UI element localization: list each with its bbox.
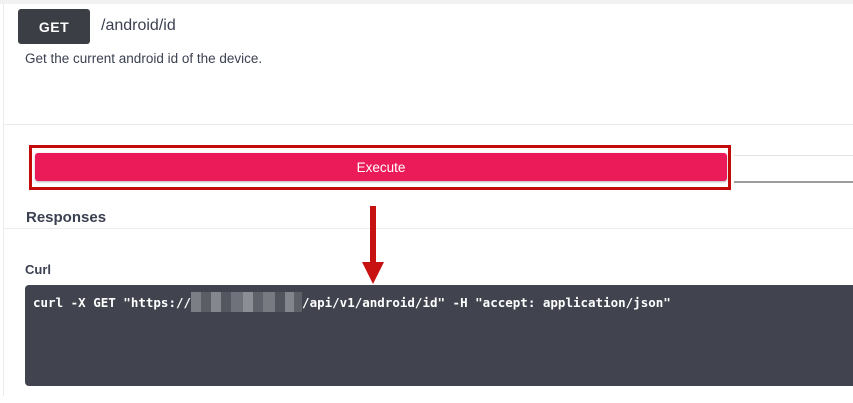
execute-row-bottom-border [734, 181, 853, 183]
curl-code-block: curl -X GET "https:// /api/v1/android/id"… [25, 285, 853, 386]
curl-label: Curl [25, 262, 51, 277]
responses-divider [4, 228, 853, 229]
execute-button[interactable]: Execute [35, 153, 727, 181]
execute-highlight-box [29, 145, 731, 190]
http-method-badge: GET [18, 9, 90, 44]
arrow-down-icon [362, 206, 384, 284]
curl-command-prefix: curl -X GET "https:// [33, 295, 192, 310]
redacted-host-censor [191, 292, 303, 312]
endpoint-description: Get the current android id of the device… [25, 51, 263, 66]
opblock-summary[interactable]: GET /android/id [4, 4, 853, 44]
endpoint-path: /android/id [101, 17, 176, 34]
section-divider [4, 124, 853, 125]
page-top-strip [0, 0, 853, 4]
responses-title: Responses [26, 209, 107, 226]
execute-row-top-border [734, 155, 853, 156]
curl-command-suffix: /api/v1/android/id" -H "accept: applicat… [302, 295, 671, 310]
opblock-left-border [3, 4, 4, 396]
